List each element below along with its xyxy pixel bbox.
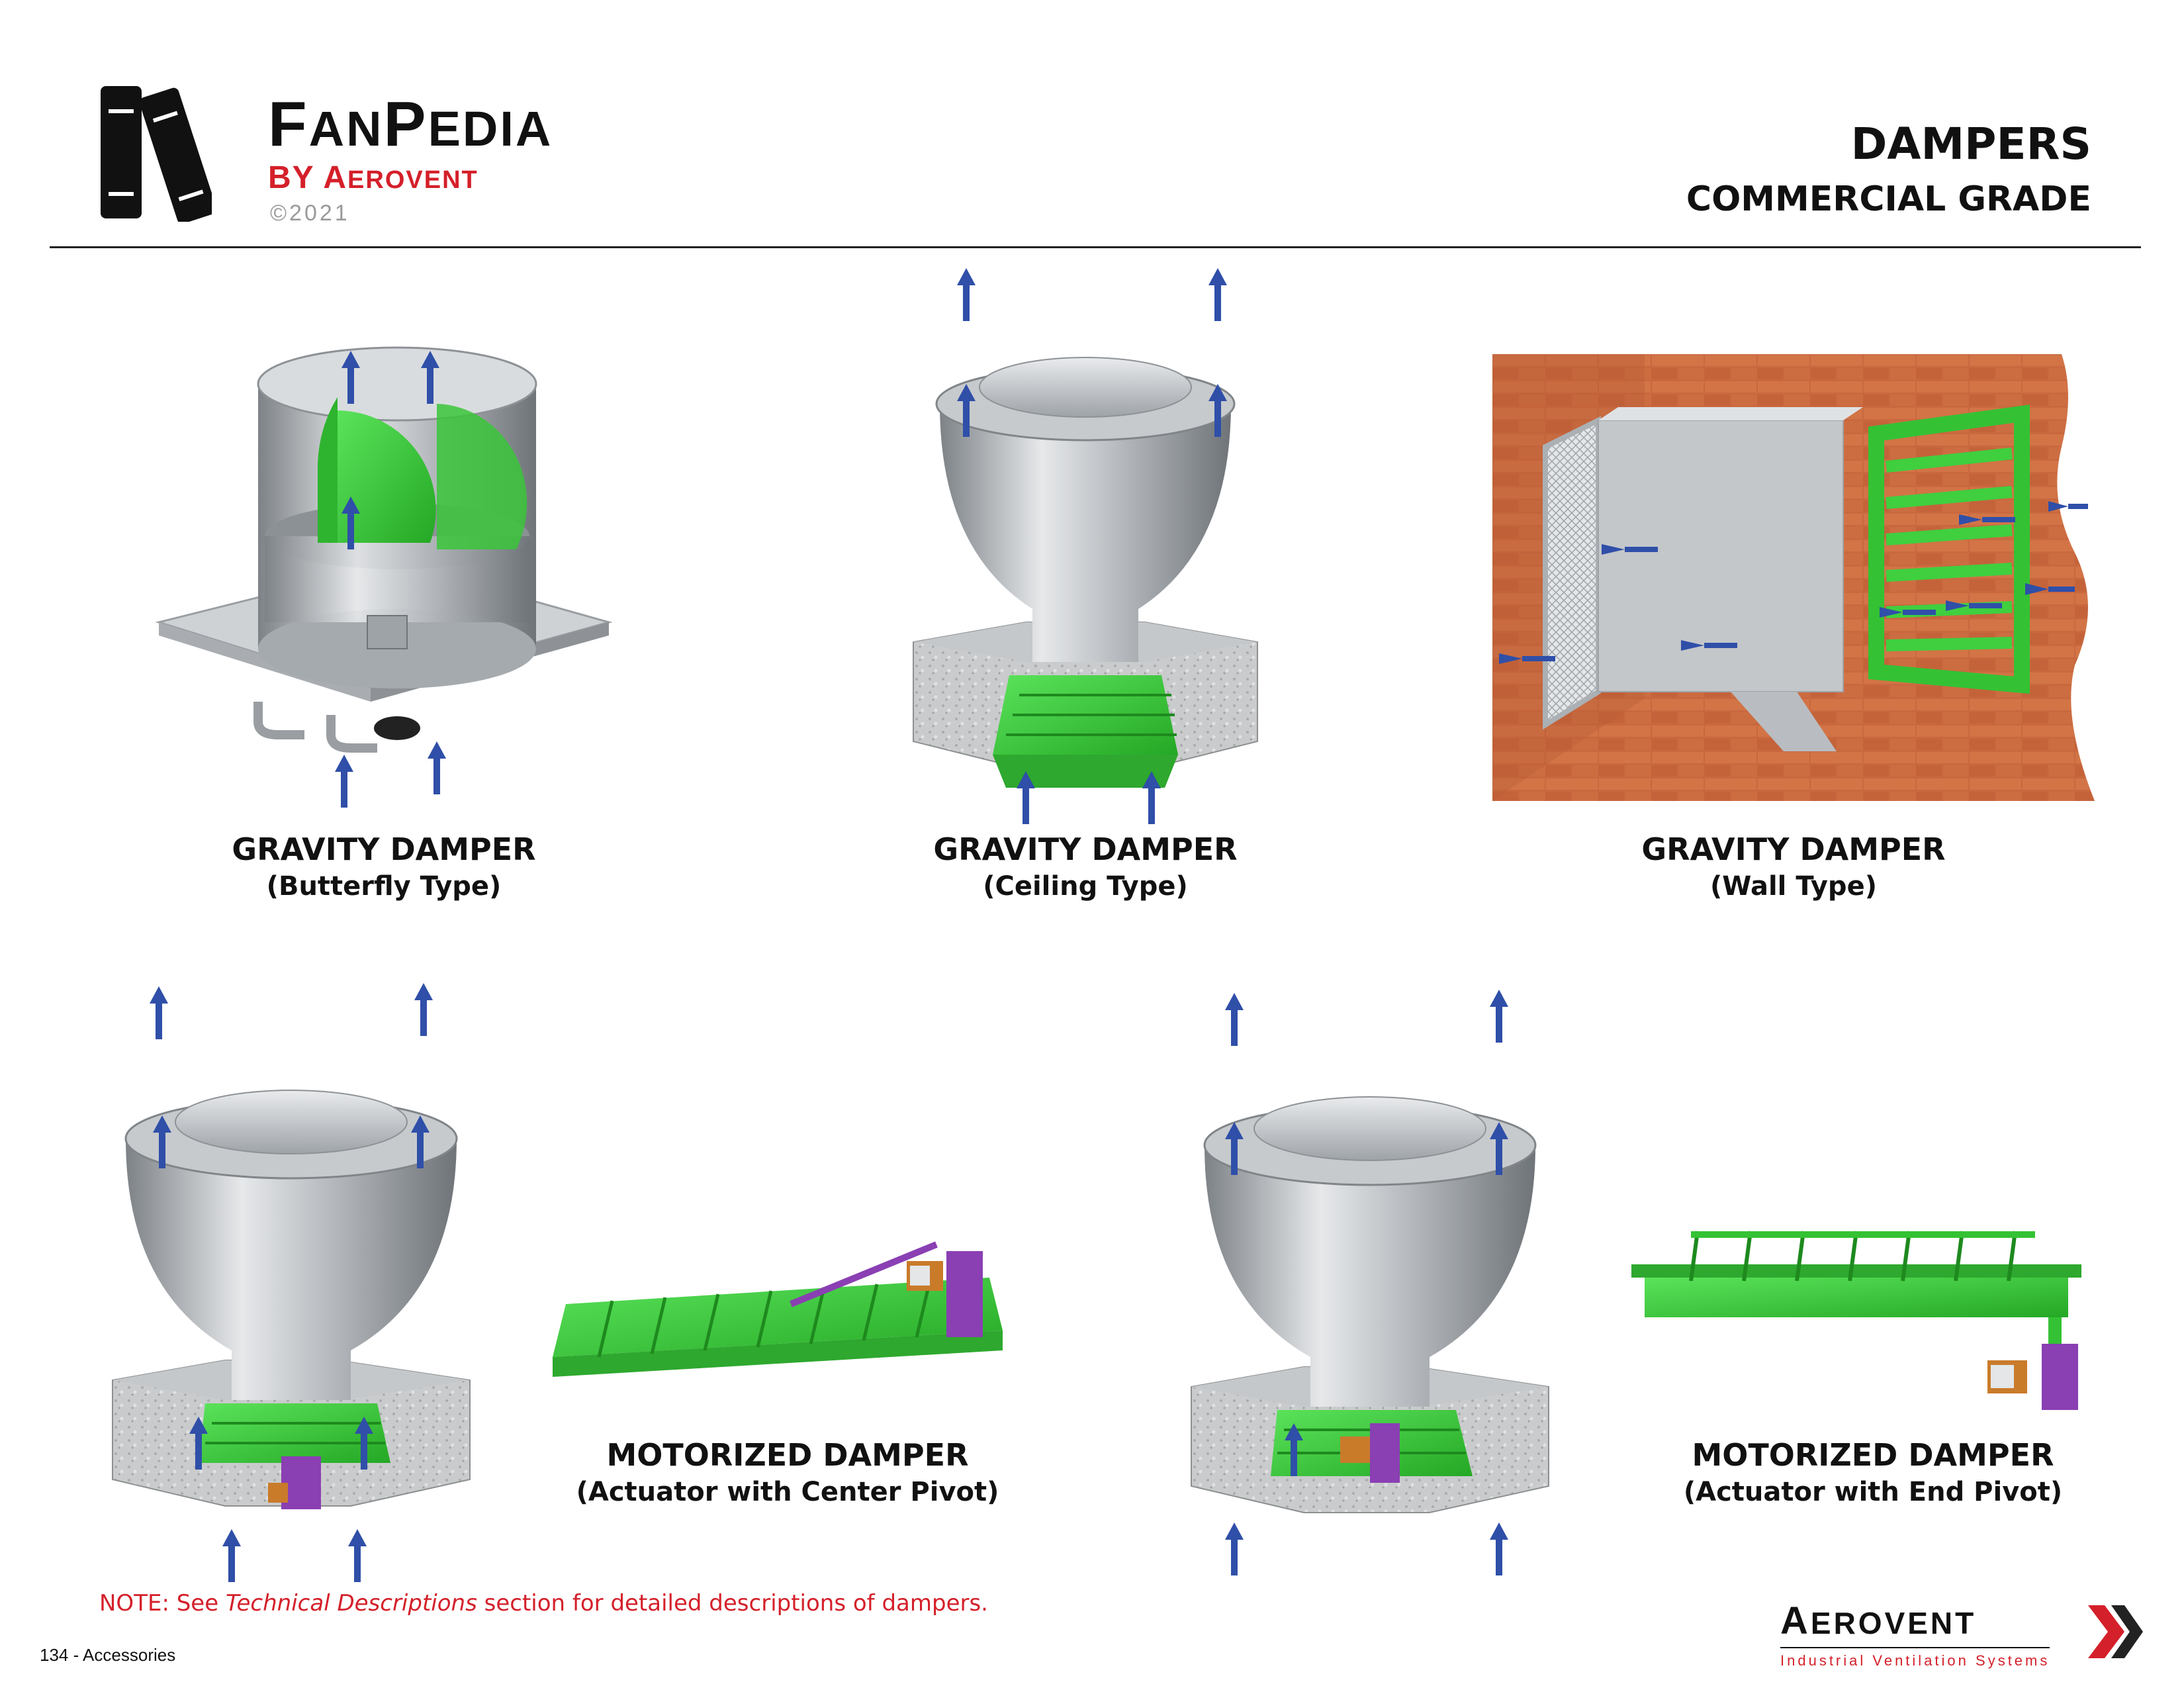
header-divider	[50, 246, 2141, 248]
end-pivot-damper-figure	[1631, 1231, 2081, 1410]
footer-logo-tagline: Industrial Ventilation Systems	[1780, 1647, 2050, 1668]
caption-subtitle: (Butterfly Type)	[266, 870, 502, 902]
figure-caption-end-pivot: MOTORIZED DAMPER (Actuator with End Pivo…	[1641, 1436, 2105, 1509]
wall-damper-figure	[1492, 354, 2095, 801]
butterfly-damper-figure	[155, 346, 613, 808]
caption-title: GRAVITY DAMPER	[933, 831, 1238, 867]
caption-subtitle: (Wall Type)	[1710, 870, 1877, 902]
brand-name: FANPEDIA	[268, 89, 553, 160]
technical-descriptions-reference: Technical Descriptions	[225, 1590, 477, 1617]
technical-descriptions-note: NOTE: See Technical Descriptions section…	[99, 1590, 988, 1617]
caption-title: MOTORIZED DAMPER	[1692, 1437, 2054, 1473]
center-pivot-damper-figure	[553, 1241, 1003, 1377]
double-chevron-icon	[2088, 1605, 2143, 1658]
aerovent-footer-logo: AEROVENT Industrial Ventilation Systems	[1780, 1602, 2050, 1668]
caption-title: GRAVITY DAMPER	[232, 831, 536, 867]
footer-logo-name: AEROVENT	[1780, 1599, 1977, 1642]
page-number: 134 - Accessories	[40, 1645, 176, 1665]
ceiling-damper-figure	[913, 268, 1258, 824]
brand-copyright: ©2021	[270, 201, 350, 226]
caption-title: GRAVITY DAMPER	[1641, 831, 1946, 867]
caption-subtitle: (Ceiling Type)	[983, 870, 1188, 902]
figure-caption-wall: GRAVITY DAMPER (Wall Type)	[1575, 831, 2012, 904]
caption-subtitle: (Actuator with End Pivot)	[1683, 1476, 2063, 1507]
caption-subtitle: (Actuator with Center Pivot)	[576, 1476, 999, 1507]
page-subtitle: COMMERCIAL GRADE	[1686, 179, 2091, 219]
books-icon	[101, 86, 212, 222]
end-pivot-fan-figure	[1191, 990, 1549, 1575]
page-title: DAMPERS	[1850, 118, 2091, 169]
figure-caption-ceiling: GRAVITY DAMPER (Ceiling Type)	[887, 831, 1284, 904]
center-pivot-fan-figure	[112, 983, 471, 1582]
caption-title: MOTORIZED DAMPER	[606, 1437, 969, 1473]
figure-caption-butterfly: GRAVITY DAMPER (Butterfly Type)	[152, 831, 615, 904]
brand-byline: BY AEROVENT	[268, 160, 478, 195]
figure-caption-center-pivot: MOTORIZED DAMPER (Actuator with Center P…	[549, 1436, 1026, 1509]
